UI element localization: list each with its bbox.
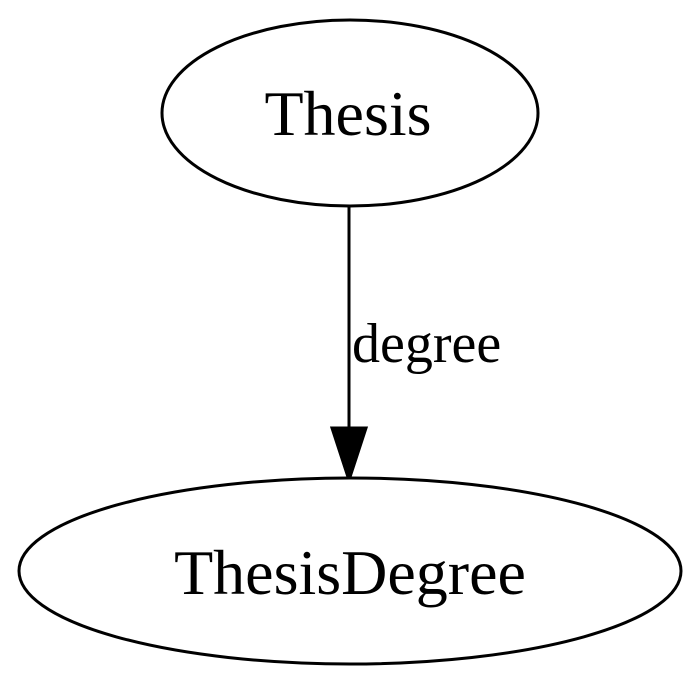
edge-degree-arrowhead — [329, 426, 369, 485]
node-thesis[interactable]: Thesis — [160, 18, 540, 208]
node-thesis-degree-shape — [17, 476, 683, 666]
edge-degree-label: degree — [352, 313, 501, 375]
node-thesis-degree-label: ThesisDegree — [174, 537, 526, 608]
edge-degree[interactable]: degree — [329, 206, 501, 485]
node-thesis-label: Thesis — [264, 78, 431, 149]
node-thesis-degree[interactable]: ThesisDegree — [17, 476, 683, 666]
